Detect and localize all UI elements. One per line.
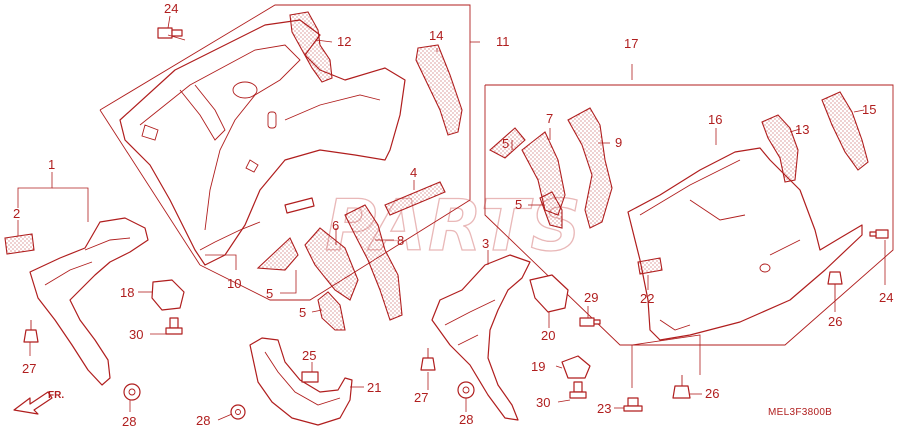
part-23-bolt [623,397,643,412]
part-24b-bolt [869,229,889,239]
group-frame-left [99,4,471,301]
callout-23: 23 [597,401,611,416]
callout-15: 15 [862,102,876,117]
callout-2: 2 [13,206,20,221]
callout-19: 19 [531,359,545,374]
callout-5b: 5 [299,305,306,320]
part-28b-grommet [230,404,246,420]
drawing-code: MEL3F3800B [768,407,832,418]
callout-21: 21 [367,380,381,395]
callout-7: 7 [546,111,553,126]
callout-18: 18 [120,285,134,300]
direction-label: FR. [48,390,64,401]
part-16-lower-cowl [627,147,863,341]
part-14-seal [415,44,463,136]
part-29-bolt [579,317,601,327]
part-11-inner-cowl [119,19,406,266]
callout-12: 12 [337,34,351,49]
part-9-pad [567,107,613,229]
callout-25: 25 [302,348,316,363]
callout-6: 6 [332,218,339,233]
callout-1: 1 [48,157,55,172]
callout-4: 4 [410,165,417,180]
part-2-pad [4,233,35,255]
part-26b-screw [672,375,691,399]
part-26a-screw [827,271,843,300]
front-direction-arrow: FR. [13,390,64,415]
part-21-under-cowl [249,337,353,426]
callout-20: 20 [541,328,555,343]
callout-labels: 1 2 3 4 5 5 5 5 6 7 8 9 10 11 12 13 14 1… [13,1,893,429]
callout-11: 11 [496,34,510,49]
part-12-bracket [289,11,333,83]
part-18-clip [151,279,185,311]
part-27b-screw [420,348,436,371]
callout-17: 17 [624,36,638,51]
callout-24a: 24 [164,1,178,16]
part-22-pad [637,257,663,275]
part-5a-pad [256,237,299,271]
callout-26b: 26 [705,386,719,401]
part-5b-pad [317,291,346,331]
part-24a-bolt [157,27,183,39]
part-8-pad [344,204,403,321]
callout-30b: 30 [536,395,550,410]
callout-13: 13 [795,122,809,137]
callout-8: 8 [397,233,404,248]
group-frame-right [484,84,894,346]
callout-5a: 5 [266,286,273,301]
callout-3: 3 [482,236,489,251]
part-7-pad [521,131,566,216]
callout-24b: 24 [879,290,893,305]
callout-27a: 27 [22,361,36,376]
callout-28c: 28 [459,412,473,427]
part-25-clip [301,371,319,383]
part-19-clip [561,355,591,379]
leader-lines [17,15,886,421]
callout-29: 29 [584,290,598,305]
callout-28b: 28 [196,413,210,428]
callout-5d: 5 [515,197,522,212]
callout-22: 22 [640,291,654,306]
callout-16: 16 [708,112,722,127]
callout-27b: 27 [414,390,428,405]
part-5d-pad [539,191,563,229]
callout-5c: 5 [502,136,509,151]
callout-14: 14 [429,28,443,43]
callout-30a: 30 [129,327,143,342]
part-15-seal [821,91,869,171]
part-28c-grommet [457,381,475,399]
part-5c-pad [489,127,526,159]
part-13-seal [761,114,799,183]
part-1-side-cover [29,217,149,386]
part-6-pad [304,227,359,301]
part-small-strip [284,197,315,214]
part-30b-bolt [569,381,587,399]
callout-9: 9 [615,135,622,150]
part-27a-screw [23,320,39,343]
part-3-side-cover [431,254,531,421]
part-4-strip [384,181,446,216]
callout-10: 10 [227,276,241,291]
part-30a-bolt [165,317,183,335]
callout-26a: 26 [828,314,842,329]
part-20-stay [529,274,569,313]
callout-28a: 28 [122,414,136,429]
part-28a-grommet [123,383,141,401]
